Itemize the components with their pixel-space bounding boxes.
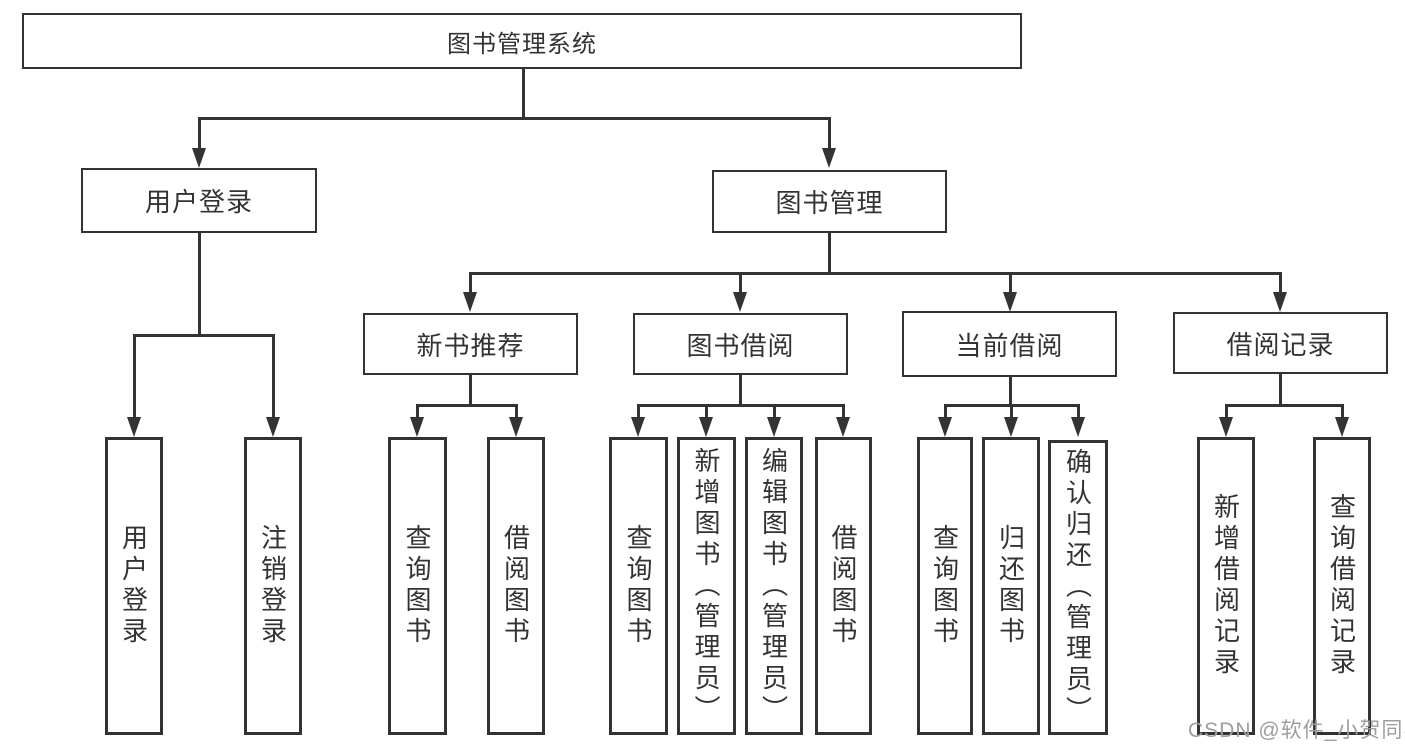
arrowhead-down-icon xyxy=(631,417,645,437)
arrowhead-down-icon xyxy=(192,148,206,168)
edge-stem-line xyxy=(827,233,831,275)
edge-bus-line xyxy=(468,271,1282,275)
arrowhead-down-icon xyxy=(836,417,850,437)
arrowhead-down-icon xyxy=(509,417,523,437)
node-label: 图书管理系统 xyxy=(447,30,597,58)
node-leaf-edit-books-admin: 编辑图书（管理员） xyxy=(745,437,803,735)
node-leaf-return-books: 归还图书 xyxy=(982,437,1040,735)
node-branch-user-login: 用户登录 xyxy=(81,168,317,233)
node-root-system: 图书管理系统 xyxy=(22,13,1022,69)
node-leaf-add-books-admin: 新增图书（管理员） xyxy=(677,437,736,735)
edge-drop-line xyxy=(1076,405,1080,419)
arrowhead-down-icon xyxy=(266,417,280,437)
node-label: 注销登录 xyxy=(257,524,288,648)
arrowhead-down-icon xyxy=(1219,417,1233,437)
edge-drop-line xyxy=(943,405,947,419)
node-label: 用户登录 xyxy=(118,524,149,648)
node-leaf-query-books-borrowing: 查询图书 xyxy=(609,437,668,735)
node-leaf-query-books-recommend: 查询图书 xyxy=(388,437,447,735)
node-label: 查询借阅记录 xyxy=(1326,493,1357,679)
edge-drop-line xyxy=(772,405,776,419)
arrowhead-down-icon xyxy=(410,417,424,437)
edge-drop-line xyxy=(197,118,201,150)
arrowhead-down-icon xyxy=(127,417,141,437)
node-leaf-confirm-return-admin: 确认归还（管理员） xyxy=(1048,440,1108,735)
node-label: 图书管理 xyxy=(775,188,884,218)
arrowhead-down-icon xyxy=(699,417,713,437)
node-label: 借阅图书 xyxy=(500,524,531,648)
edge-bus-line xyxy=(197,116,831,120)
node-leaf-borrow-books-recommend: 借阅图书 xyxy=(487,437,545,735)
edge-drop-line xyxy=(1278,273,1282,294)
node-branch-current-borrowing: 当前借阅 xyxy=(902,311,1117,377)
node-leaf-query-books-current: 查询图书 xyxy=(917,437,973,735)
edge-bus-line xyxy=(415,403,518,407)
node-branch-borrowing-records: 借阅记录 xyxy=(1173,312,1388,374)
node-label: 图书借阅 xyxy=(686,330,795,361)
csdn-watermark: CSDN @软件_小贺同学 xyxy=(1188,719,1405,742)
edge-stem-line xyxy=(468,375,472,407)
arrowhead-down-icon xyxy=(938,417,952,437)
node-label: 借阅记录 xyxy=(1226,329,1335,360)
node-label: 查询图书 xyxy=(929,524,960,648)
edge-drop-line xyxy=(827,118,831,150)
node-leaf-logout: 注销登录 xyxy=(244,437,302,735)
arrowhead-down-icon xyxy=(1335,417,1349,437)
edge-drop-line xyxy=(1008,273,1012,294)
edge-stem-line xyxy=(1278,374,1282,407)
edge-drop-line xyxy=(1224,405,1228,419)
node-branch-book-management: 图书管理 xyxy=(712,170,947,233)
edge-bus-line xyxy=(1224,403,1344,407)
edge-stem-line xyxy=(738,375,742,407)
edge-bus-line xyxy=(636,403,845,407)
edge-drop-line xyxy=(841,405,845,419)
edge-drop-line xyxy=(468,273,472,294)
node-label: 查询图书 xyxy=(402,524,432,648)
node-branch-new-book-recommend: 新书推荐 xyxy=(363,313,578,375)
edge-drop-line xyxy=(415,405,419,419)
edge-drop-line xyxy=(1340,405,1344,419)
arrowhead-down-icon xyxy=(1273,292,1287,312)
node-label: 用户登录 xyxy=(144,187,253,217)
node-label: 新增图书（管理员） xyxy=(691,446,721,726)
arrowhead-down-icon xyxy=(1004,417,1018,437)
node-leaf-query-borrow-record: 查询借阅记录 xyxy=(1313,437,1371,735)
edge-stem-line xyxy=(197,233,201,337)
node-label: 确认归还（管理员） xyxy=(1062,448,1093,727)
node-branch-book-borrowing: 图书借阅 xyxy=(633,313,848,375)
node-label: 当前借阅 xyxy=(955,330,1064,361)
edge-drop-line xyxy=(1009,405,1013,419)
edge-bus-line xyxy=(132,333,275,337)
edge-stem-line xyxy=(521,69,525,120)
edge-drop-line xyxy=(132,335,136,419)
edge-drop-line xyxy=(271,335,275,419)
edge-drop-line xyxy=(514,405,518,419)
node-label: 新书推荐 xyxy=(416,330,525,361)
edge-drop-line xyxy=(636,405,640,419)
edge-drop-line xyxy=(704,405,708,419)
arrowhead-down-icon xyxy=(1003,292,1017,312)
node-label: 归还图书 xyxy=(995,524,1026,648)
edge-stem-line xyxy=(1008,377,1012,407)
arrowhead-down-icon xyxy=(1071,417,1085,437)
node-label: 编辑图书（管理员） xyxy=(758,446,789,726)
node-leaf-user-login: 用户登录 xyxy=(105,437,163,735)
node-label: 借阅图书 xyxy=(828,524,858,648)
arrowhead-down-icon xyxy=(463,292,477,312)
arrowhead-down-icon xyxy=(822,148,836,168)
arrowhead-down-icon xyxy=(733,292,747,312)
arrowhead-down-icon xyxy=(767,417,781,437)
edge-drop-line xyxy=(738,273,742,294)
node-leaf-add-borrow-record: 新增借阅记录 xyxy=(1197,437,1255,735)
node-label: 查询图书 xyxy=(623,524,653,648)
node-leaf-borrow-books-borrowing: 借阅图书 xyxy=(815,437,872,735)
node-label: 新增借阅记录 xyxy=(1210,493,1241,679)
